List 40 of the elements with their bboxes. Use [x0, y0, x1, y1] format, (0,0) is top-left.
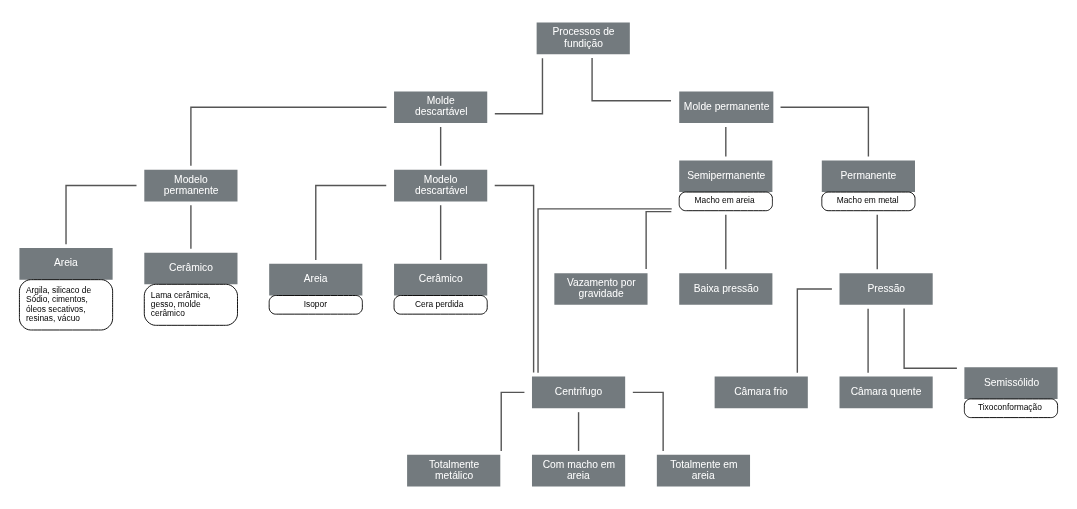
connector — [645, 210, 673, 270]
node-box: Baixa pressão — [679, 273, 773, 305]
node-box: Pressão — [839, 273, 933, 305]
connector — [494, 57, 544, 115]
node-box: Totalmente metálico — [407, 454, 501, 487]
connector — [500, 391, 526, 452]
connector — [537, 208, 673, 374]
connector — [632, 391, 664, 452]
connector — [577, 411, 580, 452]
node-box: Modelo permanente — [144, 169, 238, 202]
connector — [315, 184, 387, 261]
node-label: Isopor — [303, 298, 327, 309]
node-label: Tixoconformação — [977, 402, 1042, 413]
node-box: Câmara frio — [714, 376, 808, 409]
node-box: Molde descartável — [394, 91, 488, 124]
connector — [725, 213, 727, 270]
connector — [867, 308, 869, 374]
node-label: Macho em metal — [836, 195, 899, 206]
connector — [591, 57, 672, 102]
node-box: Molde permanente — [679, 91, 774, 124]
connector — [725, 126, 727, 158]
connector — [876, 213, 878, 270]
connector — [190, 204, 192, 250]
connector — [65, 184, 138, 245]
node-box: Centrifugo — [532, 376, 626, 409]
node-box: Câmara quente — [839, 376, 933, 409]
node-box: Com macho em areia — [532, 454, 626, 487]
connector — [796, 288, 833, 374]
node-label: Cera perdida — [415, 298, 464, 309]
connector — [439, 126, 442, 167]
node-box: Vazamento por gravidade — [554, 273, 648, 305]
node-label: Macho em areia — [694, 195, 755, 206]
connector — [903, 307, 958, 369]
connector — [439, 204, 442, 261]
node-box: Totalmente em areia — [656, 454, 751, 487]
node-box: Modelo descartável — [394, 169, 488, 202]
node-box: Processos de fundição — [536, 22, 630, 55]
connector — [779, 106, 870, 158]
connector — [494, 184, 535, 374]
connector — [190, 106, 388, 167]
